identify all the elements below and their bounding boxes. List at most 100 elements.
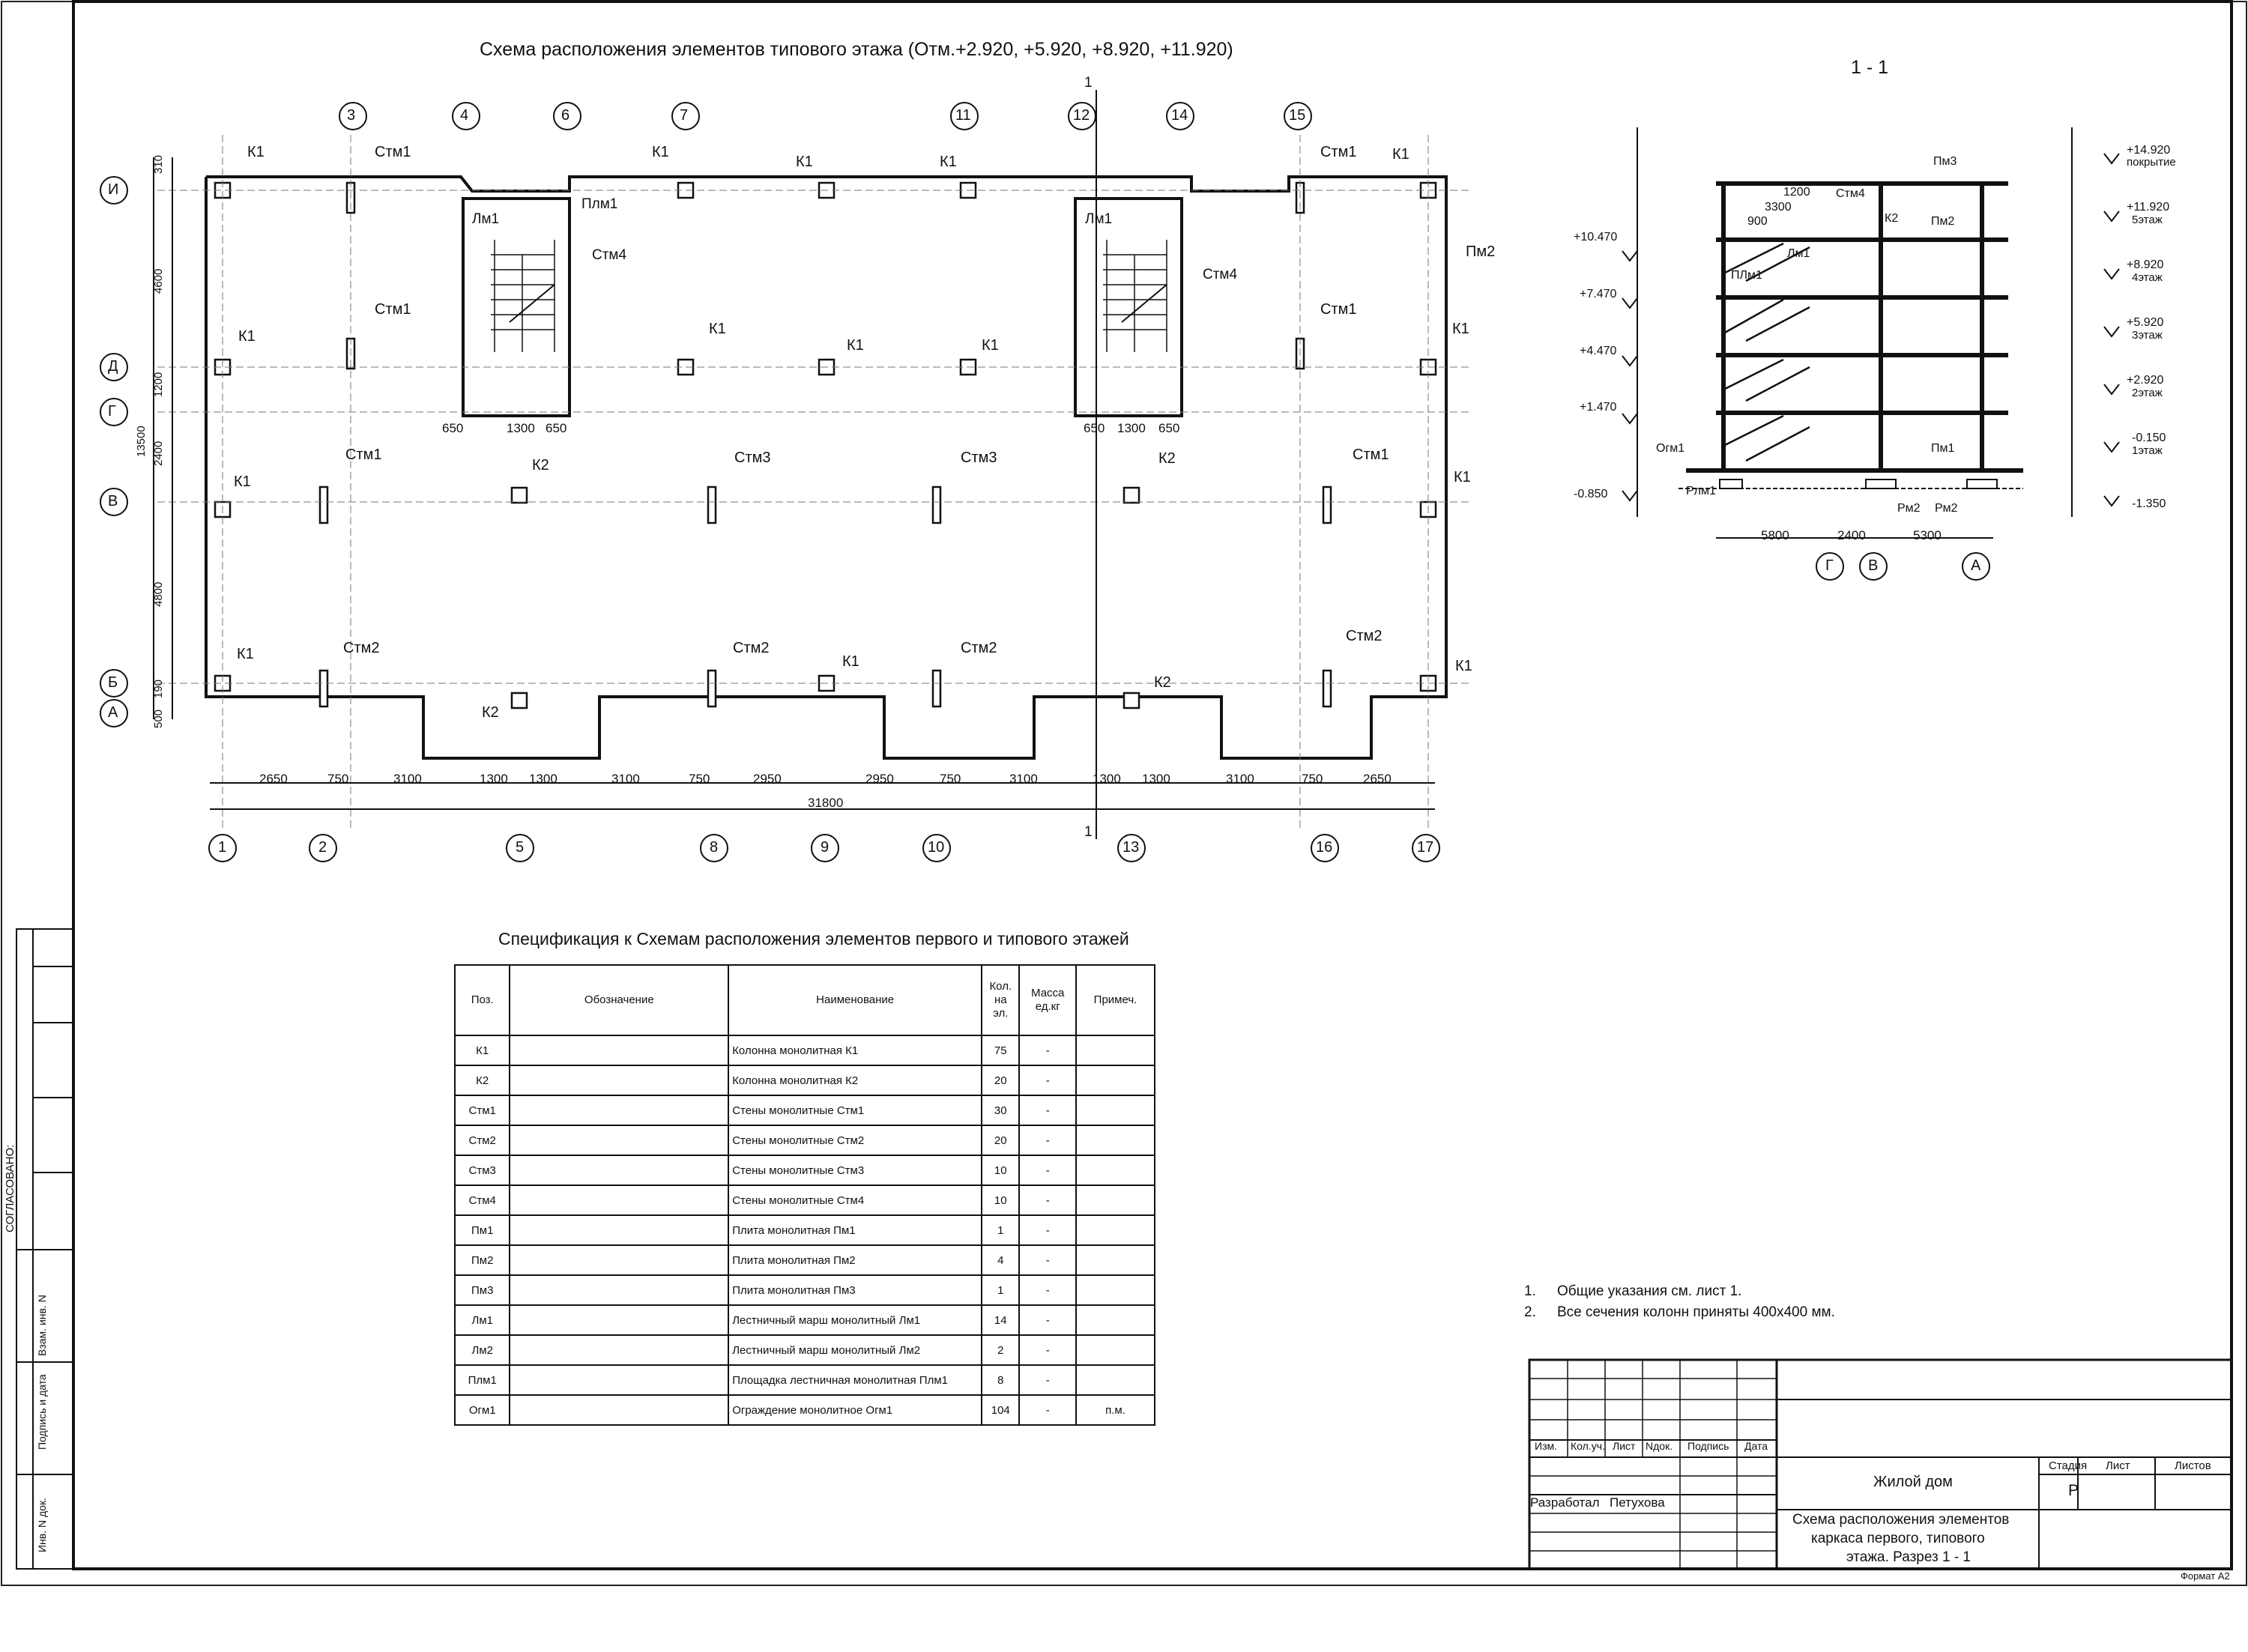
spec-cell: 10 — [981, 1155, 1021, 1186]
sheet-label: Лист — [2106, 1459, 2130, 1472]
spec-cell: 1 — [981, 1214, 1021, 1246]
element-label: Пм3 — [1933, 155, 1957, 168]
spec-cell — [1075, 1035, 1155, 1066]
stair-label: Плм1 — [581, 196, 618, 212]
dimension: 750 — [940, 772, 961, 786]
axis-label: Г — [108, 403, 116, 420]
element-label: Рм2 — [1935, 502, 1958, 515]
spec-cell: Площадка лестничная монолитная Плм1 — [728, 1364, 983, 1396]
axis-label: 5 — [516, 839, 525, 856]
inv-orig-label: Инв. N док. — [36, 1498, 48, 1552]
spec-cell — [509, 1095, 730, 1126]
element-label: Стм1 — [1320, 144, 1357, 160]
section-1-1 — [1637, 127, 2073, 539]
level-value: +14.920 — [2127, 144, 2171, 157]
spec-cell — [1075, 1155, 1155, 1186]
inv-replace-label: Взам. инв. N — [36, 1295, 48, 1356]
element-label: К1 — [709, 321, 726, 337]
plan-axis-markers — [100, 102, 1440, 862]
spec-header-cell: Примеч. — [1075, 964, 1155, 1036]
element-label: К1 — [237, 646, 254, 662]
element-label: ПЛм1 — [1731, 269, 1762, 282]
dimension: 1200 — [152, 372, 165, 397]
spec-cell: Стены монолитные Стм3 — [728, 1155, 983, 1186]
spec-cell: Колонна монолитная К2 — [728, 1065, 983, 1096]
agreed-label: СОГЛАСОВАНО: — [4, 1144, 16, 1232]
level-value: +8.920 — [2127, 258, 2164, 271]
side-approval-block — [16, 928, 74, 1570]
axis-label: 13 — [1123, 839, 1140, 856]
spec-cell: - — [1018, 1244, 1077, 1276]
dimension: 750 — [1302, 772, 1323, 786]
spec-cell: 104 — [981, 1394, 1021, 1426]
spec-cell: Стм3 — [453, 1155, 511, 1186]
spec-cell: - — [1018, 1214, 1077, 1246]
spec-cell — [1075, 1065, 1155, 1096]
spec-cell: Лестничный марш монолитный Лм2 — [728, 1334, 983, 1366]
element-label: Стм2 — [733, 640, 770, 656]
spec-cell — [1075, 1304, 1155, 1336]
spec-cell — [1075, 1364, 1155, 1396]
spec-cell — [509, 1065, 730, 1096]
element-label: Пм2 — [1931, 215, 1955, 228]
spec-cell: - — [1018, 1274, 1077, 1306]
axis-label: И — [108, 181, 119, 198]
spec-header-cell: Наименование — [728, 964, 983, 1036]
element-label: Огм1 — [1656, 442, 1685, 455]
axis-label: 4 — [460, 107, 469, 124]
dimension: 1300 — [529, 772, 558, 786]
note-text: Общие указания см. лист 1. — [1557, 1283, 1742, 1299]
spec-cell: 20 — [981, 1065, 1021, 1096]
level-value: +4.470 — [1580, 345, 1617, 357]
spec-header-cell: Масса ед.кг — [1018, 964, 1077, 1036]
level-name: 1этаж — [2132, 444, 2163, 457]
element-label: Стм1 — [345, 447, 382, 463]
spec-cell — [509, 1244, 730, 1276]
drawing-title-line: Схема расположения элементов — [1792, 1512, 2010, 1528]
format-label: Формат А2 — [2181, 1570, 2230, 1582]
section-title: 1 - 1 — [1851, 57, 1889, 78]
element-label: Стм1 — [375, 144, 411, 160]
element-label: К1 — [1392, 146, 1409, 163]
dimension: 1300 — [1142, 772, 1170, 786]
axis-label: 2 — [318, 839, 327, 856]
spec-cell — [509, 1035, 730, 1066]
element-label: К1 — [982, 337, 999, 354]
spec-header-cell: Кол. на эл. — [981, 964, 1021, 1036]
level-value: +7.470 — [1580, 288, 1617, 300]
axis-label: 14 — [1171, 107, 1188, 124]
dimension: 650 — [442, 421, 464, 435]
spec-cell — [1075, 1214, 1155, 1246]
stamp-col: Кол.уч. — [1571, 1440, 1605, 1452]
floor-plan — [153, 90, 1469, 839]
spec-cell: Стм4 — [453, 1184, 511, 1216]
spec-cell: 8 — [981, 1364, 1021, 1396]
stamp-col: Изм. — [1535, 1440, 1557, 1452]
spec-cell: Плита монолитная Пм3 — [728, 1274, 983, 1306]
sign-date-label: Подпись и дата — [36, 1374, 48, 1450]
level-value: +11.920 — [2127, 201, 2170, 214]
element-label: К2 — [1154, 674, 1171, 691]
spec-cell: - — [1018, 1035, 1077, 1066]
element-label: К1 — [796, 154, 813, 170]
note-number: 2. — [1524, 1304, 1536, 1320]
spec-cell — [1075, 1184, 1155, 1216]
axis-label: 17 — [1417, 839, 1434, 856]
dimension: 1300 — [480, 772, 508, 786]
stage-value: Р — [2068, 1482, 2079, 1499]
drawing-title-line: каркаса первого, типового — [1811, 1531, 1985, 1546]
level-value: -0.850 — [1574, 488, 1608, 500]
element-label: Стм2 — [1346, 628, 1383, 644]
element-label: К1 — [1454, 469, 1471, 485]
spec-cell — [1075, 1244, 1155, 1276]
spec-cell: Пм1 — [453, 1214, 511, 1246]
developed-name: Петухова — [1610, 1495, 1665, 1510]
level-value: +1.470 — [1580, 401, 1617, 414]
stair-label: Лм1 — [1085, 211, 1113, 227]
